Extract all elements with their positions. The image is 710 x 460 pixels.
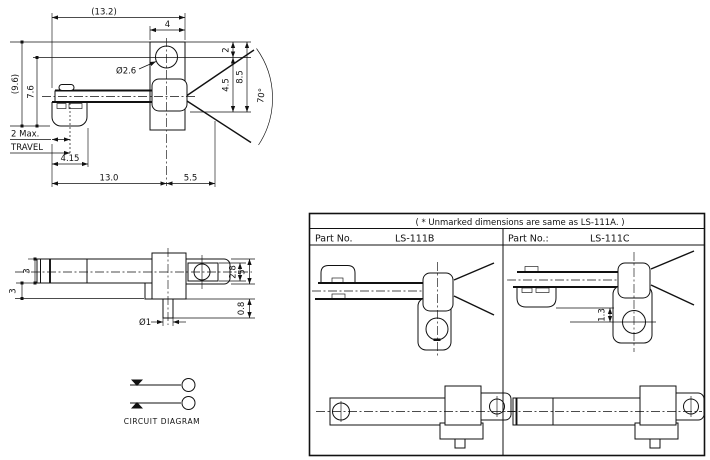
lever-bar	[36, 258, 153, 284]
center-lines	[15, 248, 252, 325]
terminal-pin	[649, 438, 661, 449]
switch-body	[444, 385, 482, 426]
dim-pin-dia: Ø1	[139, 317, 151, 328]
center-lines	[33, 38, 251, 186]
ls111c-top-view	[507, 385, 705, 449]
dim-lever-length: 13.0	[100, 174, 119, 184]
dim-overall-width: (13.2)	[91, 8, 117, 18]
travel-value: 2 Max.	[11, 130, 39, 140]
dim-total-rise: 8.5	[236, 70, 246, 84]
part-label-c: Part No.:	[508, 234, 549, 245]
dim-hole-dia: Ø2.6	[116, 66, 136, 77]
dim-hole-offset: 2	[222, 47, 232, 52]
circuit-diagram: CIRCUIT DIAGRAM	[124, 378, 201, 426]
travel-label: TRAVEL	[10, 143, 43, 153]
terminal-circle	[181, 396, 196, 410]
dim-lever-rise: 4.5	[222, 78, 232, 92]
extension-lines	[10, 13, 251, 187]
terminal-pin	[454, 438, 466, 449]
dim-tab-height: 5	[238, 269, 248, 274]
dim-swing-angle: 70°	[256, 88, 268, 104]
ls111b-top-view	[316, 385, 515, 449]
contact-arrow-up	[131, 402, 143, 409]
ls111b-side-view	[312, 262, 495, 357]
mounting-tab	[676, 392, 705, 421]
hole-leader-line	[138, 61, 157, 70]
dim-hole-offset-c: 1.3	[598, 308, 608, 322]
ls111c-side-view: 1.3	[507, 250, 695, 352]
lever-clip	[58, 84, 75, 91]
switch-body-outline	[51, 41, 273, 146]
dim-body-width: 4	[165, 20, 170, 30]
swing-arc	[256, 48, 273, 146]
dimension-lines	[20, 257, 252, 325]
extension-lines	[15, 258, 255, 326]
dim-button-width: 4.15	[61, 154, 80, 164]
pivot-block	[151, 78, 188, 112]
part-no-c: LS-111C	[590, 234, 630, 245]
part-no-b: LS-111B	[395, 234, 434, 245]
actuator-button	[320, 265, 356, 283]
dim-pin-length: 0.8	[237, 302, 247, 316]
table-grid	[308, 212, 706, 457]
dimension-labels: 3 3 2.8 5 0.8 Ø1	[9, 265, 248, 328]
circuit-diagram-label: CIRCUIT DIAGRAM	[124, 417, 201, 426]
body-step	[144, 282, 153, 300]
lever-down-position	[186, 100, 252, 144]
main-side-view: (13.2) 4 Ø2.6 (9.6) 7.6 2 Max. TRAVEL 4.…	[10, 8, 273, 187]
dimension-lines	[10, 15, 250, 186]
dim-overhang: 5.5	[184, 174, 198, 184]
table-note: ( * Unmarked dimensions are same as LS-1…	[415, 218, 624, 228]
terminal-circle	[181, 378, 196, 392]
dim-bar-height: 3	[23, 268, 33, 273]
dim-slot-height: 2.8	[229, 265, 239, 279]
contact-arrow-down	[131, 379, 143, 386]
top-view-outline	[36, 252, 231, 319]
mounting-tab	[481, 392, 512, 421]
part-label-b: Part No.	[315, 234, 353, 245]
dimension-labels: (13.2) 4 Ø2.6 (9.6) 7.6 2 Max. TRAVEL 4.…	[10, 8, 268, 184]
dim-step-height: 3	[9, 288, 19, 293]
pivot-block	[422, 272, 454, 312]
mounting-tab	[186, 258, 231, 285]
main-top-view: 3 3 2.8 5 0.8 Ø1	[9, 248, 255, 328]
dim-center-height: 7.6	[27, 85, 37, 99]
switch-body	[639, 385, 677, 426]
variant-table: ( * Unmarked dimensions are same as LS-1…	[308, 212, 706, 457]
circuit-symbol	[130, 378, 196, 410]
actuator-button	[51, 102, 88, 127]
dim-overall-height: (9.6)	[11, 74, 21, 94]
switch-body	[151, 252, 187, 300]
actuator-button	[516, 287, 557, 308]
